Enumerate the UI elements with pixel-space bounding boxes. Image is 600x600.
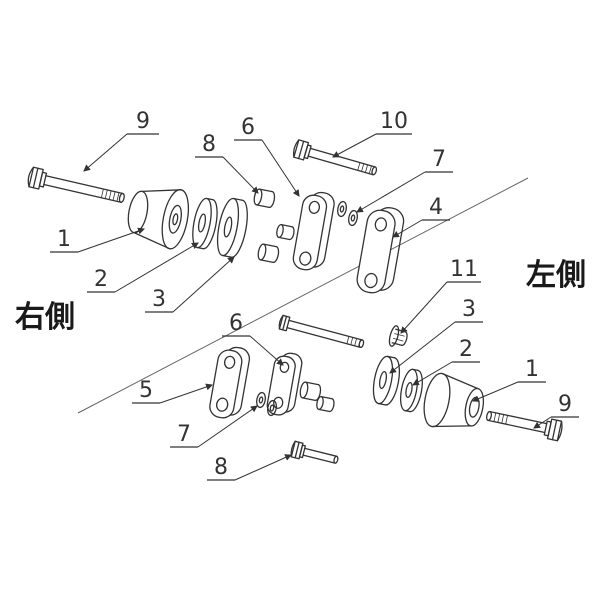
callout-2-top-label: 2 bbox=[94, 267, 108, 292]
callout-11-top: 11 bbox=[400, 257, 481, 334]
callout-1-top-label: 1 bbox=[57, 227, 71, 252]
callout-6-top-label: 6 bbox=[241, 115, 255, 140]
bracket-6-top bbox=[292, 191, 335, 271]
bracket-4-top bbox=[356, 207, 405, 294]
callout-2-top: 2 bbox=[87, 242, 199, 293]
washers-7-top bbox=[336, 200, 359, 227]
rubber-washer-3-bottom bbox=[372, 355, 401, 406]
callout-11-top-label: 11 bbox=[450, 257, 478, 282]
callout-9-bottom: 9 bbox=[533, 392, 579, 429]
bolt-middle bbox=[278, 314, 365, 349]
callout-7-top-label: 7 bbox=[432, 147, 446, 172]
callout-5-bottom: 5 bbox=[132, 378, 213, 404]
spacer-bottom-b bbox=[316, 395, 335, 413]
callout-7-top: 7 bbox=[356, 147, 453, 213]
callout-6-bottom-label: 6 bbox=[229, 311, 243, 336]
bolt-10-top bbox=[292, 139, 378, 176]
callout-4-top: 4 bbox=[392, 195, 450, 238]
callout-2-bottom-label: 2 bbox=[459, 337, 473, 362]
callouts-bottom: 6 5 7 8 3 2 1 bbox=[132, 297, 579, 481]
callout-5-bottom-label: 5 bbox=[139, 378, 153, 403]
divider-line bbox=[77, 177, 529, 414]
callout-7-bottom-label: 7 bbox=[177, 422, 191, 447]
callout-2-bottom: 2 bbox=[412, 337, 480, 386]
callout-8-top: 8 bbox=[195, 132, 259, 194]
callout-3-top: 3 bbox=[145, 256, 235, 313]
callout-9-top-label: 9 bbox=[136, 109, 150, 134]
bolt-9-top bbox=[27, 166, 125, 203]
callout-1-bottom-label: 1 bbox=[525, 357, 539, 382]
rubber-washer-3-top bbox=[216, 197, 248, 258]
washer-2-top bbox=[192, 197, 218, 250]
callout-10-top-label: 10 bbox=[380, 109, 408, 134]
callout-6-bottom: 6 bbox=[222, 311, 284, 366]
callout-8-bottom: 8 bbox=[207, 454, 292, 481]
callout-8-bottom-label: 8 bbox=[214, 455, 228, 480]
left-side-assembly bbox=[209, 346, 563, 464]
callout-3-bottom: 3 bbox=[389, 297, 483, 374]
washers-7-bottom bbox=[255, 391, 278, 417]
callout-1-top: 1 bbox=[50, 227, 145, 253]
bracket-5-bottom bbox=[209, 346, 251, 419]
callout-3-bottom-label: 3 bbox=[462, 297, 476, 322]
callout-10-top: 10 bbox=[332, 109, 412, 158]
bar-end-cap-1-top bbox=[127, 189, 190, 250]
callouts-top: 9 1 2 3 8 6 10 bbox=[50, 109, 481, 334]
spacer-8-top bbox=[253, 188, 276, 208]
bracket-6-bottom bbox=[266, 352, 303, 416]
right-side-label: 右側 bbox=[15, 300, 75, 335]
callout-9-top: 9 bbox=[83, 109, 159, 172]
bolt-9-bottom bbox=[486, 410, 563, 442]
callout-8-top-label: 8 bbox=[202, 132, 216, 157]
bar-end-cap-1-bottom bbox=[423, 372, 485, 428]
callout-6-top: 6 bbox=[234, 115, 300, 197]
callout-9-bottom-label: 9 bbox=[558, 392, 572, 417]
bolt-8-bottom bbox=[290, 440, 339, 464]
spacer-lower-top bbox=[257, 243, 280, 263]
left-side-label: 左側 bbox=[526, 258, 586, 293]
spacer-bottom-a bbox=[299, 381, 322, 401]
callout-3-top-label: 3 bbox=[152, 287, 166, 312]
callout-1-bottom: 1 bbox=[472, 357, 546, 402]
callout-4-top-label: 4 bbox=[429, 195, 443, 220]
right-side-assembly bbox=[27, 139, 408, 349]
callout-7-bottom: 7 bbox=[170, 405, 258, 448]
washer-2-bottom bbox=[399, 368, 423, 413]
flange-nut-11 bbox=[388, 325, 408, 347]
spacer-mid-top bbox=[276, 223, 295, 241]
